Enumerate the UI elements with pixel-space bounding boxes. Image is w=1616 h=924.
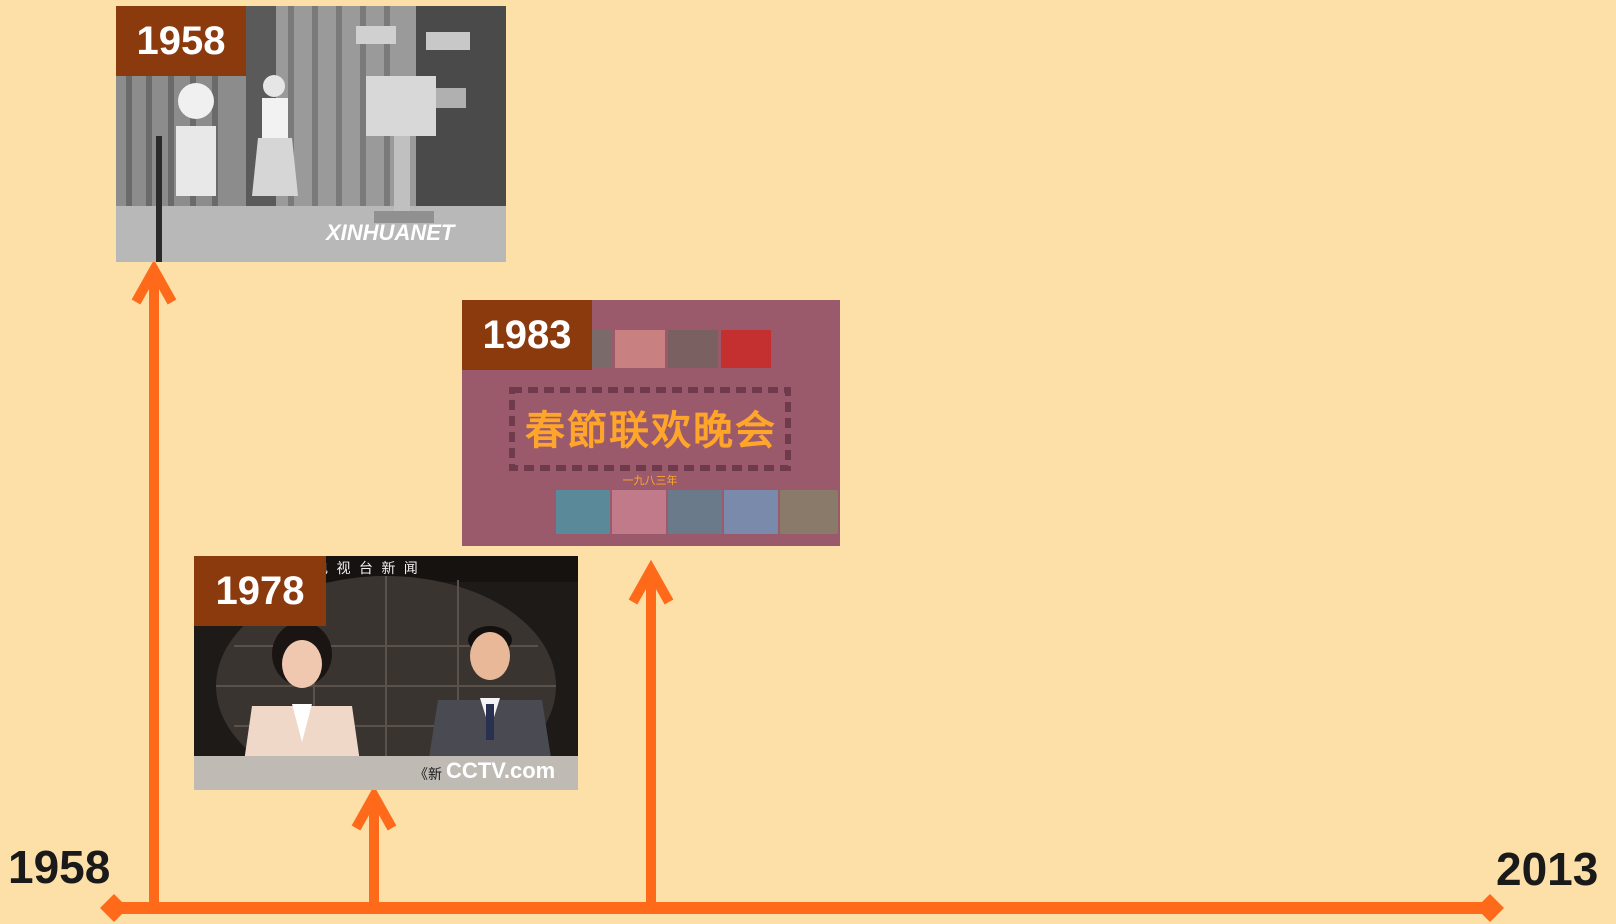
timeline-start-marker	[100, 894, 128, 922]
arrow-1958	[131, 259, 177, 908]
arrow-1983	[628, 559, 674, 908]
news-anchors-photo-1978	[194, 556, 578, 790]
xinhuanet-watermark: XINHUANET	[326, 220, 455, 245]
photo-card-1983: 春節联欢晚会 一九八三年 1983	[462, 300, 840, 546]
gala-title: 春節联欢晚会	[525, 407, 777, 454]
year-badge-1978: 1978	[194, 556, 326, 626]
arrow-1978	[351, 785, 397, 908]
news-caption-prefix: 《新	[414, 767, 442, 783]
cctv-watermark: CCTV.com	[446, 758, 556, 783]
year-badge-1983: 1983	[462, 300, 592, 370]
timeline-axis	[112, 902, 1492, 914]
timeline-end-marker	[1476, 894, 1504, 922]
timeline-end-label: 2013	[1496, 843, 1599, 895]
news-header-text: 电 视 台 新 闻	[314, 561, 420, 577]
year-badge-1958: 1958	[116, 6, 246, 76]
gala-subtitle: 一九八三年	[622, 474, 678, 487]
photo-card-1958: XINHUANET 1958	[116, 6, 506, 262]
photo-card-1978: 电 视 台 新 闻 《新 CCTV.com 1978	[194, 556, 578, 790]
timeline-start-label: 1958	[8, 841, 111, 893]
